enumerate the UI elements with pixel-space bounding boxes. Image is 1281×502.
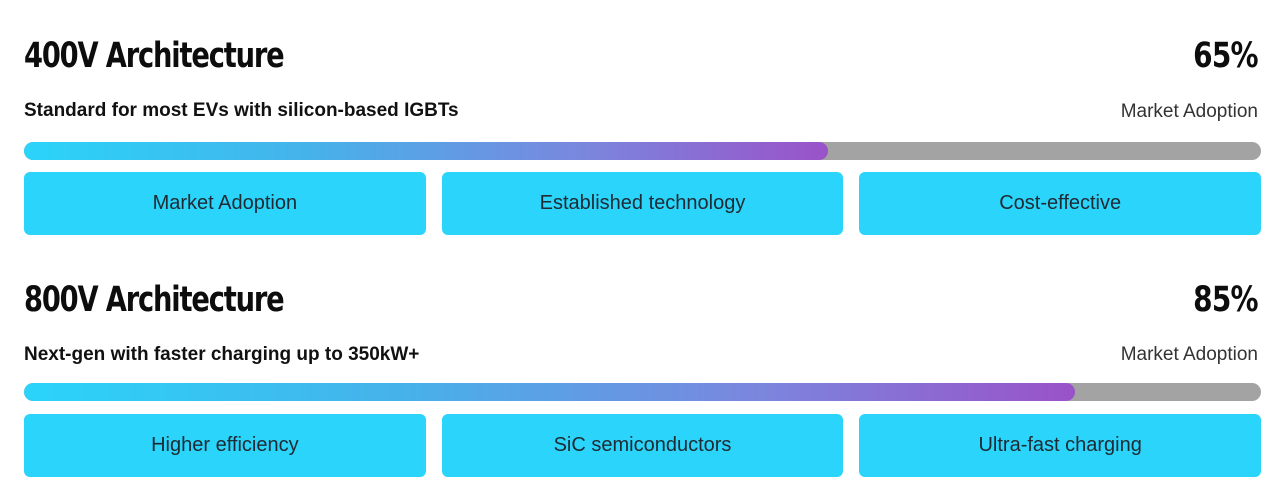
feature-chip[interactable]: Market Adoption: [24, 172, 426, 235]
metric-label: Market Adoption: [1120, 101, 1258, 122]
feature-chip[interactable]: Ultra-fast charging: [859, 414, 1262, 477]
architecture-title: 800V Architecture: [24, 280, 285, 320]
feature-chips: Market Adoption Established technology C…: [24, 172, 1262, 235]
metric-label: Market Adoption: [1120, 344, 1258, 365]
architecture-description: Next-gen with faster charging up to 350k…: [24, 344, 420, 365]
card-header: 400V Architecture 65%: [24, 0, 1261, 100]
architecture-title: 400V Architecture: [24, 36, 285, 76]
feature-chip[interactable]: Established technology: [441, 172, 844, 235]
feature-chip[interactable]: Higher efficiency: [24, 414, 426, 477]
adoption-percent: 65%: [1193, 36, 1258, 76]
adoption-progress-fill: [24, 383, 1076, 401]
architecture-card-800v: 800V Architecture 85% Next-gen with fast…: [24, 244, 1262, 477]
feature-chip[interactable]: Cost-effective: [859, 172, 1262, 235]
adoption-percent: 85%: [1193, 280, 1258, 320]
feature-chips: Higher efficiency SiC semiconductors Ult…: [24, 414, 1262, 477]
card-header: 800V Architecture 85%: [24, 244, 1261, 344]
adoption-progress-bar: [24, 383, 1261, 401]
adoption-progress-fill: [24, 142, 829, 160]
architecture-description: Standard for most EVs with silicon-based…: [24, 100, 459, 121]
feature-chip[interactable]: SiC semiconductors: [441, 414, 844, 477]
architecture-card-400v: 400V Architecture 65% Standard for most …: [24, 0, 1262, 235]
adoption-progress-bar: [24, 142, 1261, 160]
